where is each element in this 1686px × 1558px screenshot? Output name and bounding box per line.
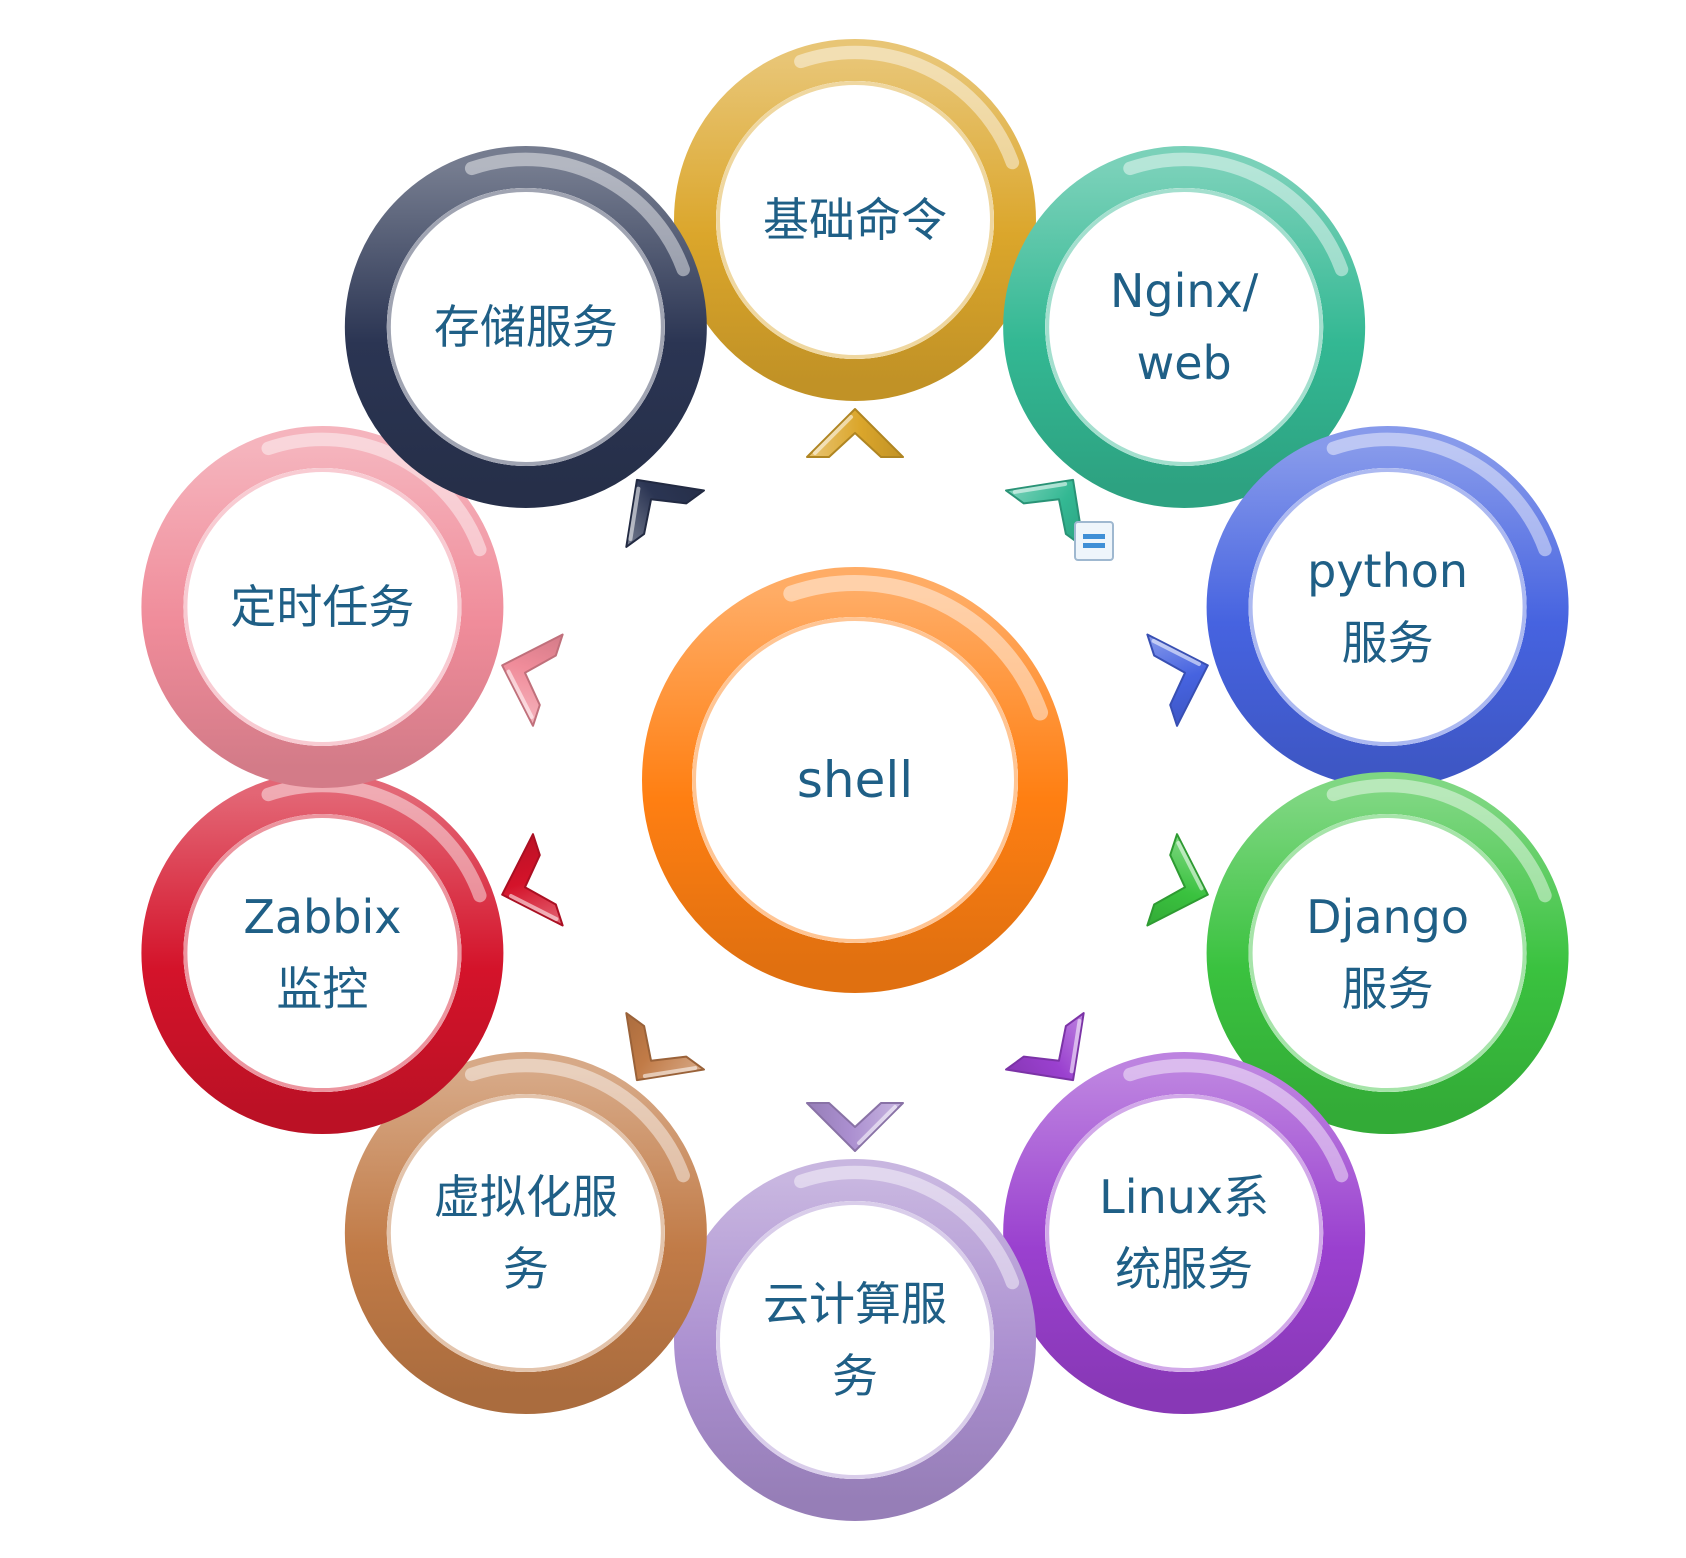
node-storage-service-gloss [464, 152, 690, 277]
arrows-layer [501, 408, 1209, 1152]
node-nginx-web-inner-border [1045, 187, 1324, 466]
center-layer: shell [642, 567, 1068, 993]
center-node-shell-face [692, 617, 1018, 943]
node-storage-service: 存储服务 [344, 145, 707, 508]
center-node-shell-gloss [783, 575, 1049, 721]
node-django-service-label-line: Django [1306, 890, 1469, 944]
node-cron-tasks-inner-border [183, 467, 462, 746]
node-cloud-service-label-line: 云计算服 [763, 1277, 947, 1331]
node-nginx-web-ring [1003, 145, 1366, 508]
node-cloud-service-face [716, 1201, 994, 1479]
node-cloud-service-inner-border [716, 1201, 994, 1479]
arrow-chevron-icon [1146, 833, 1209, 927]
node-zabbix-monitor-label-line: 监控 [276, 962, 368, 1016]
node-cloud-service-ring [674, 1159, 1036, 1521]
node-storage-service-inner-border [386, 187, 665, 466]
node-python-service-label-line: 服务 [1342, 616, 1434, 670]
node-linux-service-ring [1003, 1052, 1366, 1415]
node-virtualization-ring [344, 1052, 707, 1415]
node-cron-tasks-face [183, 467, 462, 746]
center-node-shell-inner-border [692, 617, 1018, 943]
node-django-service-label-line: 服务 [1342, 962, 1434, 1016]
node-cron-tasks-gloss [261, 432, 487, 557]
node-zabbix-monitor-ring [141, 772, 504, 1135]
node-cron-tasks: 定时任务 [141, 425, 504, 788]
arrow-chevron-icon [1146, 633, 1209, 727]
node-zabbix-monitor: Zabbix 监控 [141, 772, 504, 1135]
node-storage-service-ring [344, 145, 707, 508]
node-nginx-web-label-line: Nginx/ [1110, 264, 1259, 318]
node-zabbix-monitor-face [183, 814, 462, 1093]
node-basic-commands-inner-border [716, 81, 994, 359]
node-basic-commands-gloss [794, 45, 1020, 170]
node-cron-tasks-ring [141, 425, 504, 788]
arrow-chevron-icon [501, 833, 564, 927]
node-django-service-ring [1206, 772, 1569, 1135]
node-basic-commands-label-line: 基础命令 [763, 193, 947, 247]
node-zabbix-monitor-inner-border [183, 814, 462, 1093]
node-linux-service-inner-border [1045, 1094, 1324, 1373]
node-python-service-inner-border [1248, 467, 1527, 746]
nodes-layer: 基础命令Nginx/webpython服务Django服务Linux系统服务云计… [141, 39, 1569, 1521]
arrow-chevron-icon [625, 1012, 705, 1082]
node-python-service-gloss [1326, 432, 1552, 557]
arrow-chevron-icon [806, 408, 904, 458]
node-python-service-ring [1206, 425, 1569, 788]
node-python-service-face [1248, 467, 1527, 746]
node-nginx-web-label-line: web [1137, 336, 1232, 390]
node-django-service-gloss [1326, 778, 1552, 903]
note-icon[interactable] [1074, 521, 1114, 561]
arrow-chevron-icon [625, 478, 705, 548]
node-nginx-web-face [1045, 187, 1324, 466]
node-virtualization-inner-border [386, 1094, 665, 1373]
node-django-service: Django 服务 [1206, 772, 1569, 1135]
node-virtualization-gloss [464, 1058, 690, 1183]
arrow-chevron-icon [806, 1102, 904, 1152]
node-storage-service-label-line: 存储服务 [434, 300, 618, 354]
node-python-service: python 服务 [1206, 425, 1569, 788]
node-django-service-face [1248, 814, 1527, 1093]
node-linux-service-gloss [1123, 1058, 1349, 1183]
node-django-service-inner-border [1248, 814, 1527, 1093]
node-virtualization-label-line: 务 [503, 1242, 549, 1296]
node-nginx-web-gloss [1123, 152, 1349, 277]
arrow-chevron-icon [1005, 1012, 1085, 1082]
node-nginx-web: Nginx/web [1003, 145, 1366, 508]
node-linux-service-label-line: Linux系 [1099, 1170, 1269, 1224]
node-linux-service-label-line: 统服务 [1115, 1242, 1253, 1296]
node-linux-service-face [1045, 1094, 1324, 1373]
node-cron-tasks-label-line: 定时任务 [230, 580, 414, 634]
center-node-shell-ring [642, 567, 1068, 993]
node-zabbix-monitor-label-line: Zabbix [243, 890, 401, 944]
node-cloud-service-label-line: 务 [832, 1349, 878, 1403]
center-node-shell: shell [642, 567, 1068, 993]
node-storage-service-face [386, 187, 665, 466]
arrow-chevron-icon [1005, 478, 1085, 548]
node-virtualization-label-line: 虚拟化服 [434, 1170, 618, 1224]
node-virtualization-face [386, 1094, 665, 1373]
node-basic-commands: 基础命令 [674, 39, 1036, 401]
node-python-service-label-line: python [1307, 544, 1468, 598]
center-node-shell-label-line: shell [797, 751, 913, 809]
node-basic-commands-face [716, 81, 994, 359]
node-cloud-service-gloss [794, 1165, 1020, 1290]
node-basic-commands-ring [674, 39, 1036, 401]
arrow-chevron-icon [501, 633, 564, 727]
